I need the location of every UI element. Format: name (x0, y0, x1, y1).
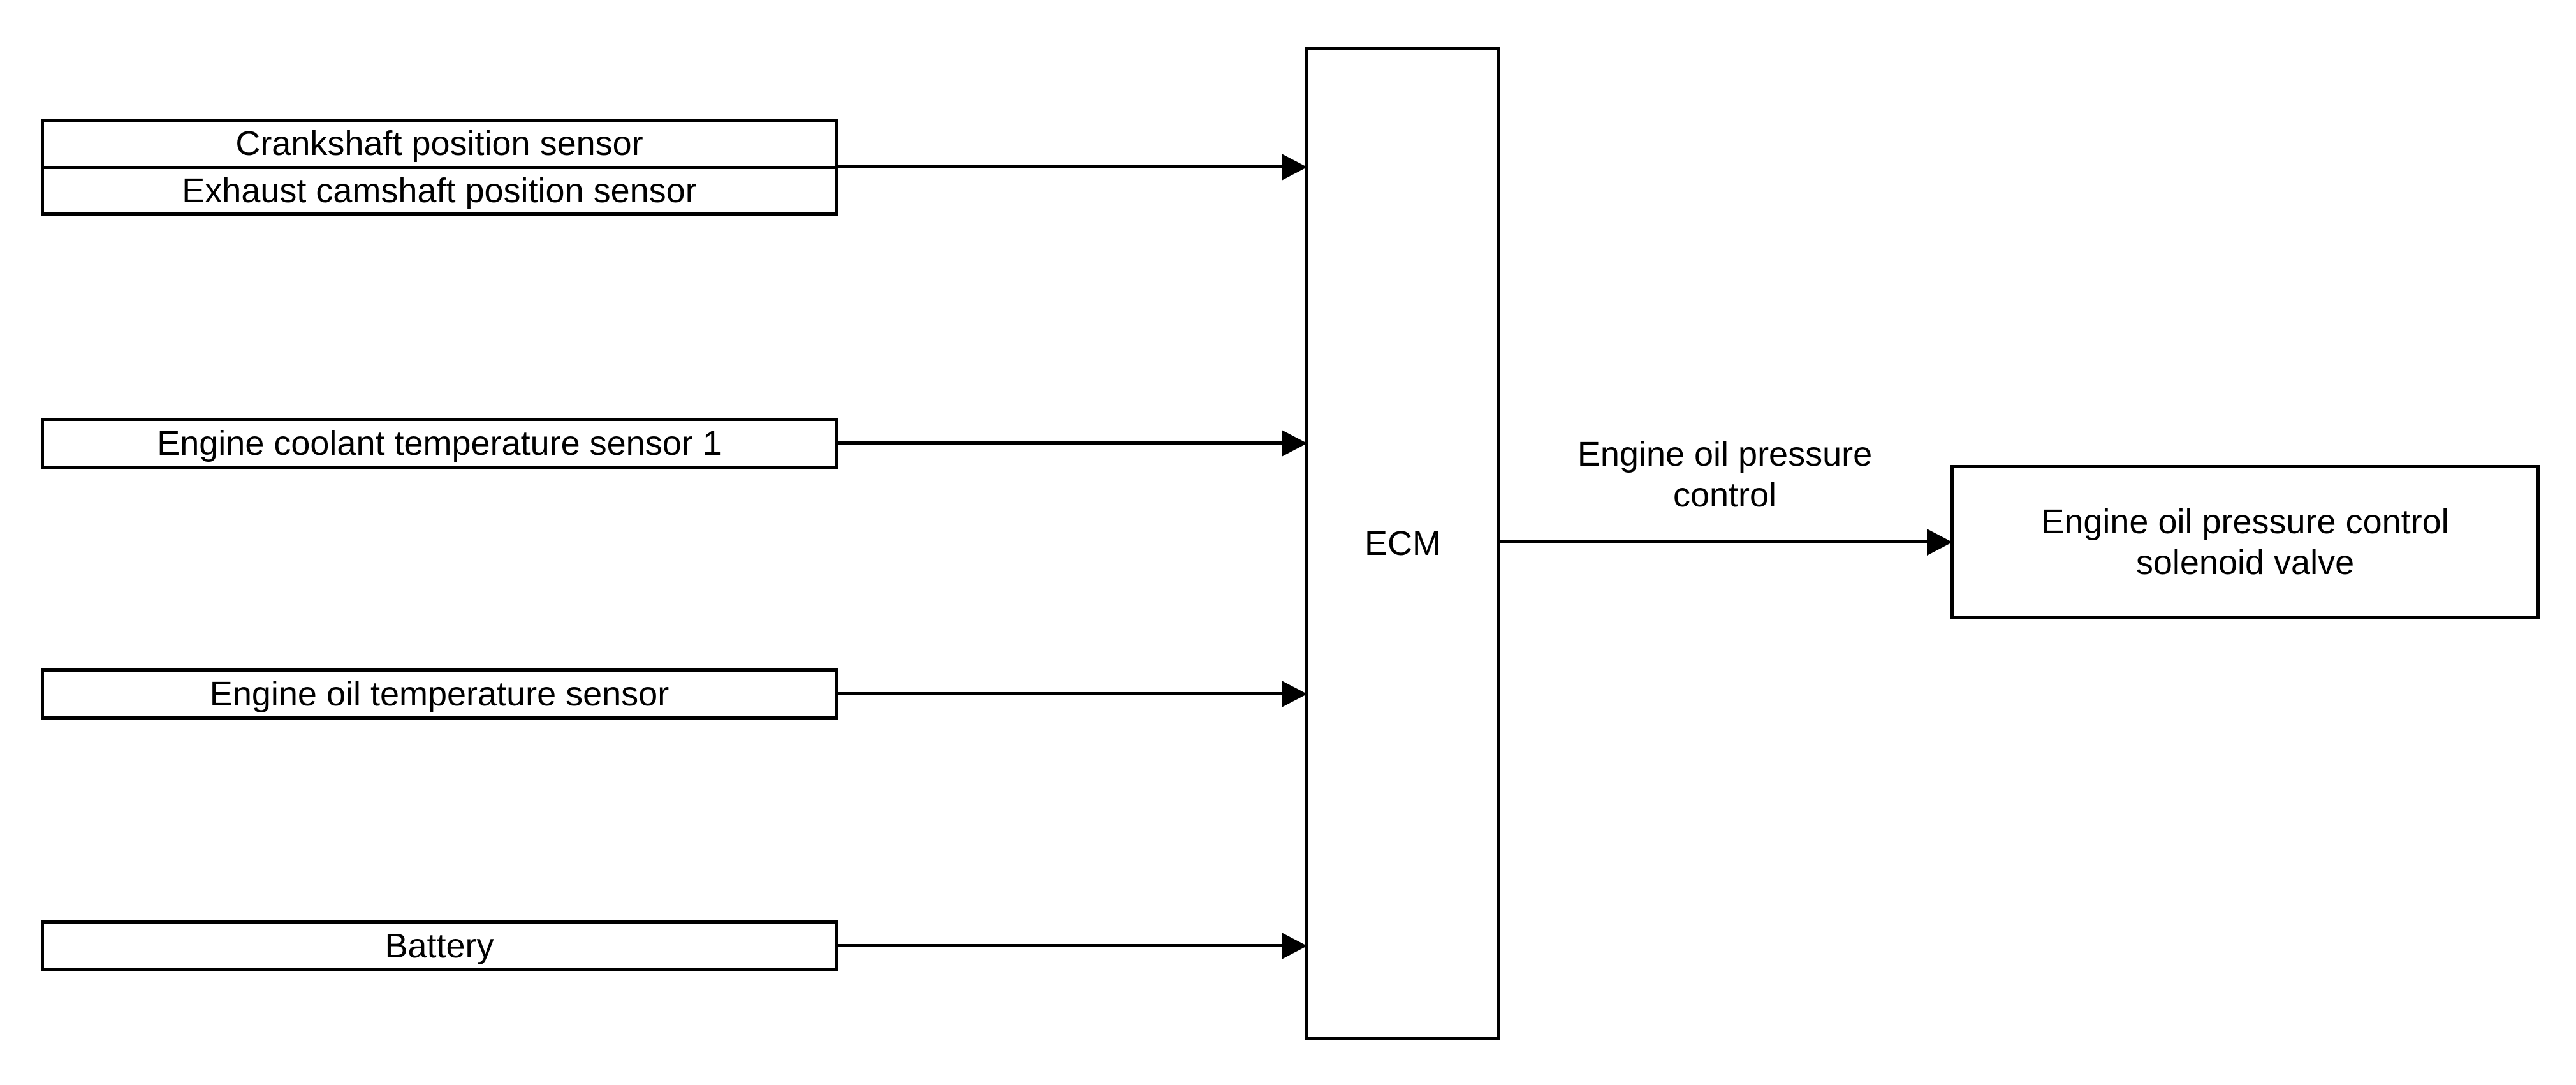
connector-line-oil-pressure-control (1500, 540, 1928, 543)
sensor-box-engine-coolant-temperature: Engine coolant temperature sensor 1 (41, 418, 838, 469)
sensor-label-crankshaft-position: Crankshaft position sensor (235, 124, 643, 163)
sensor-box-exhaust-camshaft-position: Exhaust camshaft position sensor (44, 169, 835, 213)
connector-line-oil-temperature (838, 692, 1283, 695)
arrowhead-oil-pressure-control (1927, 529, 1952, 556)
connector-line-battery (838, 944, 1283, 947)
sensor-label-engine-oil-temperature: Engine oil temperature sensor (209, 675, 670, 713)
arrowhead-coolant-temperature (1282, 430, 1307, 457)
ecm-label: ECM (1365, 524, 1441, 563)
sensor-label-engine-coolant-temperature: Engine coolant temperature sensor 1 (157, 424, 722, 462)
connector-line-crankshaft-camshaft (838, 165, 1283, 168)
connector-line-coolant-temperature (838, 441, 1283, 445)
sensor-label-battery: Battery (384, 927, 494, 965)
output-signal-label: Engine oil pressure control (1577, 435, 1873, 514)
sensor-label-exhaust-camshaft-position: Exhaust camshaft position sensor (182, 171, 697, 210)
ecm-box: ECM (1305, 47, 1500, 1040)
arrowhead-crankshaft-camshaft (1282, 154, 1307, 181)
arrowhead-battery (1282, 933, 1307, 959)
solenoid-valve-box: Engine oil pressure control solenoid val… (1950, 465, 2540, 619)
sensor-box-engine-oil-temperature: Engine oil temperature sensor (41, 668, 838, 720)
sensor-group-box: Crankshaft position sensor Exhaust camsh… (41, 119, 838, 216)
arrowhead-oil-temperature (1282, 681, 1307, 707)
sensor-box-crankshaft-position: Crankshaft position sensor (44, 122, 835, 169)
sensor-box-battery: Battery (41, 920, 838, 971)
solenoid-valve-label: Engine oil pressure control solenoid val… (2041, 503, 2449, 582)
